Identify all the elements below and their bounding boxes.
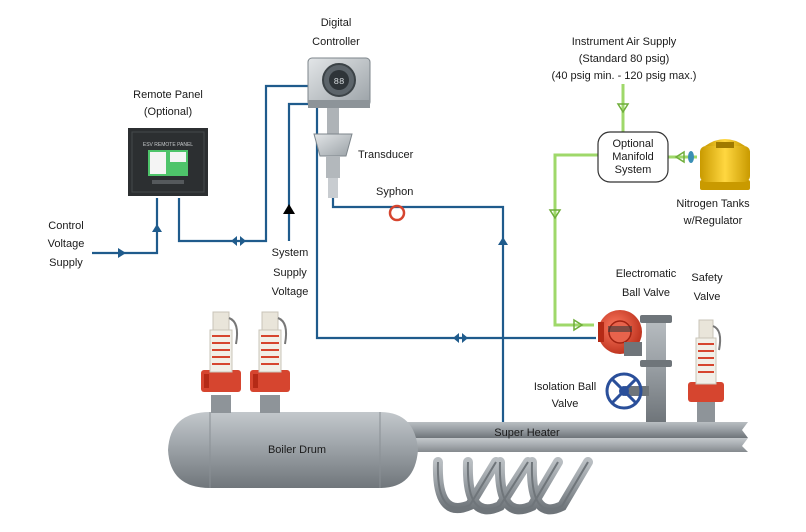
safety-valve-label-line2: Valve	[694, 291, 721, 303]
control-voltage-label-line1: Control	[48, 220, 83, 232]
system-supply-label-line1: System	[272, 247, 309, 259]
manifold-label-line1: Optional	[613, 138, 654, 150]
control-voltage-arrow-right-icon	[118, 248, 126, 258]
super-heater-coils-shade	[436, 461, 589, 511]
electromatic-label-line2: Ball Valve	[622, 287, 670, 299]
super-heater-label: Super Heater	[494, 427, 560, 439]
nitrogen-label-line2: w/Regulator	[683, 215, 743, 227]
system-supply-arrow-up-icon	[283, 204, 295, 214]
nitrogen-label-line1: Nitrogen Tanks	[676, 198, 750, 210]
remote-panel-label-line2: (Optional)	[144, 106, 192, 118]
remote-panel: ESV REMOTE PANEL	[128, 128, 208, 196]
control-voltage-wire	[92, 198, 159, 255]
isolation-valve-label-line2: Valve	[552, 398, 579, 410]
electromatic-label-line1: Electromatic	[616, 268, 677, 280]
air-supply-arrow-down-icon	[616, 103, 630, 114]
remote-panel-label-line1: Remote Panel	[133, 89, 203, 101]
control-voltage-label-line2: Voltage	[48, 238, 85, 250]
air-line-arrow-down-icon	[548, 209, 562, 220]
system-supply-label-line2: Supply	[273, 267, 307, 279]
panel-wire-bidirectional-arrow-icon	[231, 236, 246, 246]
panel-controller-wire	[177, 84, 310, 243]
nitrogen-line-arrow-left-icon	[674, 150, 685, 164]
boiler-drum-label: Boiler Drum	[268, 444, 326, 456]
optional-manifold-system: Optional Manifold System	[597, 131, 669, 183]
digital-controller: 88	[307, 57, 371, 108]
drum-safety-valve-right	[250, 311, 290, 413]
control-voltage-label-line3: Supply	[49, 257, 83, 269]
control-voltage-arrow-up-icon	[152, 224, 162, 232]
transducer	[313, 108, 353, 198]
boiler-drum	[168, 412, 418, 488]
wiring-lines	[92, 84, 596, 425]
safety-valve-label-line1: Safety	[691, 272, 723, 284]
remote-panel-screen-text: ESV REMOTE PANEL	[143, 142, 193, 148]
nitrogen-tank	[700, 139, 750, 190]
syphon-label: Syphon	[376, 186, 413, 198]
instrument-air-label-line2: (Standard 80 psig)	[579, 53, 670, 65]
labels: Digital Controller Remote Panel (Optiona…	[48, 17, 750, 456]
system-supply-label-line3: Voltage	[272, 286, 309, 298]
super-heater-safety-valve	[688, 319, 724, 422]
valve-wire-bidirectional-arrow-icon	[453, 333, 468, 343]
transducer-sensing-line	[331, 198, 505, 425]
super-heater-pipe	[380, 422, 748, 452]
isolation-valve-label-line1: Isolation Ball	[534, 381, 596, 393]
manifold-label-line2: Manifold	[612, 151, 654, 163]
drum-safety-valve-left	[201, 311, 241, 413]
digital-controller-label-line2: Controller	[312, 36, 360, 48]
controller-display: 88	[334, 77, 345, 87]
electromatic-ball-valve	[598, 310, 642, 356]
instrument-air-label-line1: Instrument Air Supply	[572, 36, 677, 48]
syphon	[388, 204, 406, 222]
instrument-air-label-line3: (40 psig min. - 120 psig max.)	[552, 70, 697, 82]
transducer-label: Transducer	[358, 149, 414, 161]
isolation-ball-valve	[605, 372, 649, 410]
manifold-label-line3: System	[615, 164, 652, 176]
sensing-line-arrow-up-icon	[498, 237, 508, 245]
air-line-arrow-right-icon	[573, 318, 584, 332]
manifold-valve-air-line	[553, 153, 600, 327]
nitrogen-inline-fitting	[688, 151, 694, 163]
digital-controller-label-line1: Digital	[321, 17, 352, 29]
valve-riser-pipe	[640, 315, 672, 422]
system-supply-wire	[287, 102, 314, 241]
